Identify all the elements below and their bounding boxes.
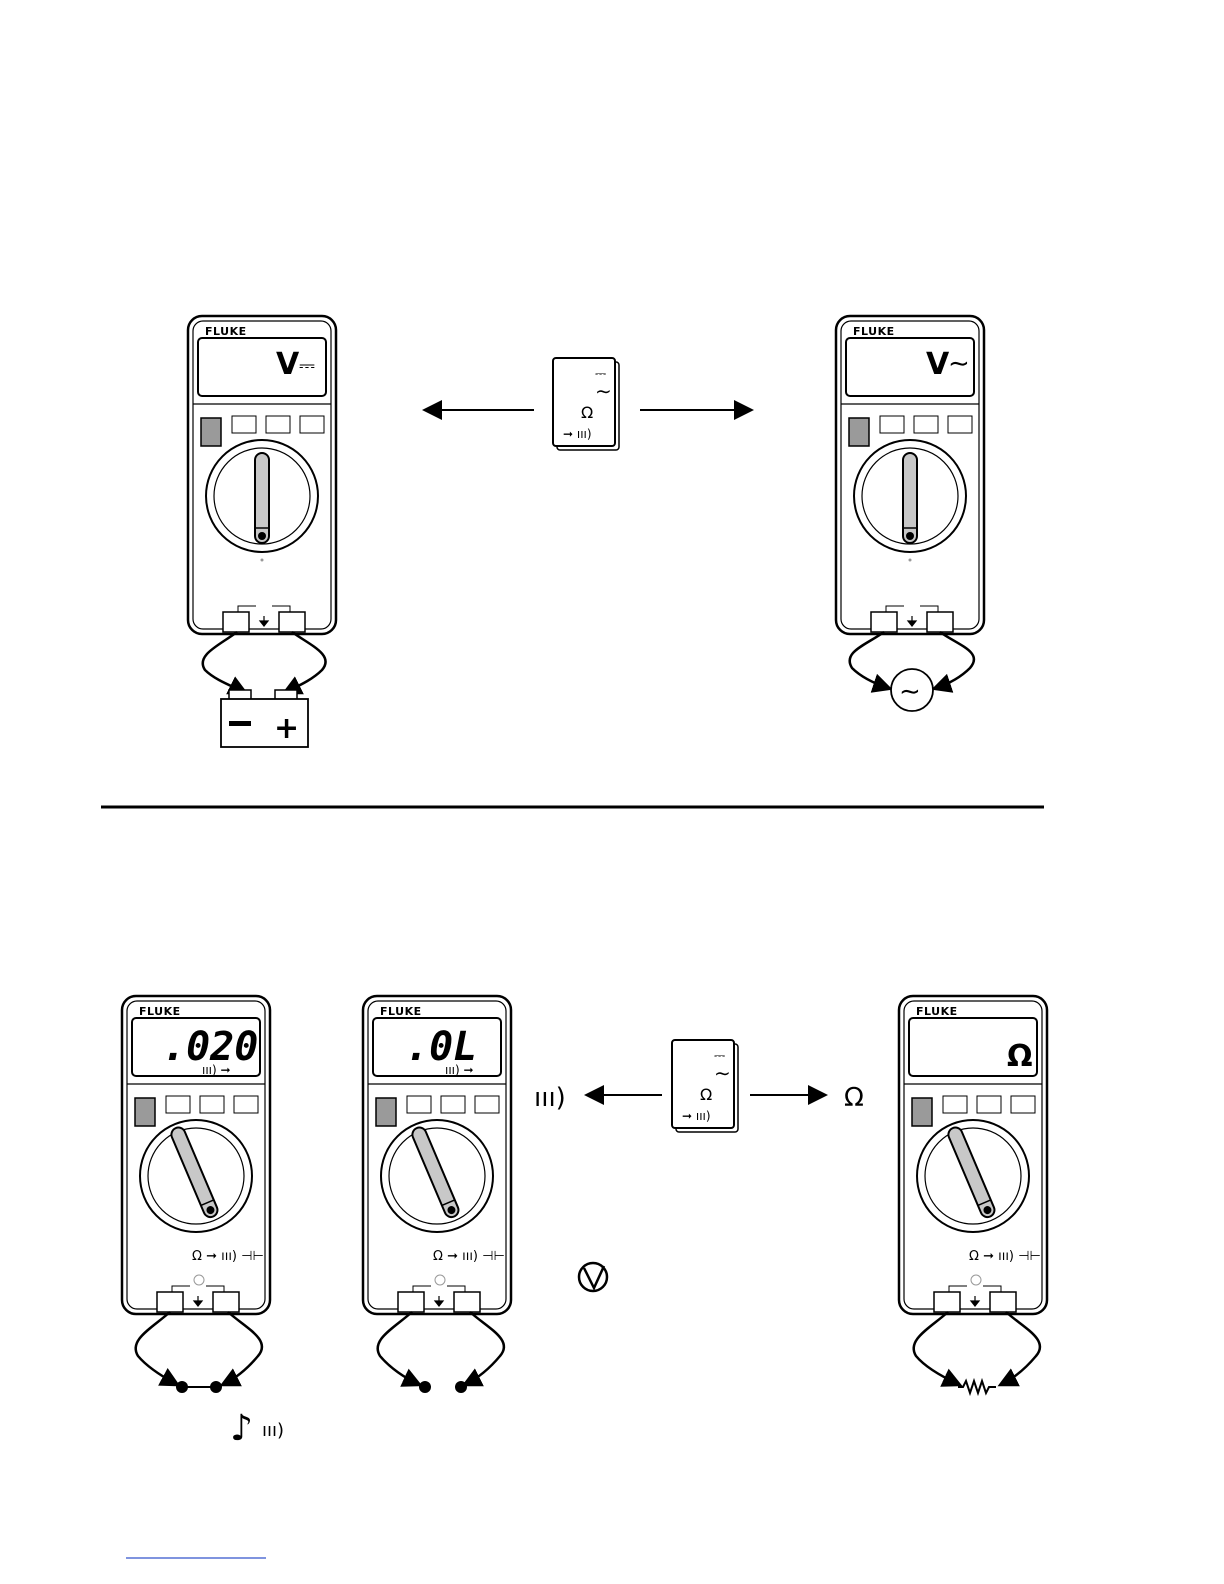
ohm-icon: Ω <box>700 1085 712 1104</box>
lcd-ohms: Ω <box>1007 1039 1033 1074</box>
brand-logo: FLUKE <box>139 1005 181 1018</box>
sound-waves-icon: ııı) <box>262 1420 284 1441</box>
brand-logo: FLUKE <box>916 1005 958 1018</box>
meter-ohms: FLUKE Ω Ω ➞ ııı) ⊣⊢ <box>899 996 1047 1314</box>
ac-source: ∼ <box>891 669 933 711</box>
lcd-diode-continuity-icon: ııı) ➞ <box>202 1063 231 1077</box>
lcd-volts: V <box>276 347 300 382</box>
selector-card-bottom: ⎓ ∼ Ω ➞ ııı) <box>672 1040 738 1132</box>
diode-continuity-icon: ➞ ııı) <box>563 427 592 441</box>
meter-continuity-closed: FLUKE .020 ııı) ➞ Ω ➞ ııı) ⊣⊢ <box>122 996 270 1314</box>
diode-continuity-icon: ➞ ııı) <box>682 1109 711 1123</box>
dc-symbol-icon: ⎓ <box>299 353 315 377</box>
dial-label: Ω ➞ ııı) ⊣⊢ <box>192 1249 264 1264</box>
ac-source-icon: ∼ <box>899 677 921 707</box>
lcd-volts: V <box>926 347 950 382</box>
lcd-diode-continuity-icon: ııı) ➞ <box>445 1063 474 1077</box>
continuity-icon: ııı) <box>534 1083 566 1113</box>
ohm-label-icon: Ω <box>844 1083 864 1113</box>
resistor-icon <box>958 1381 996 1393</box>
meter-ac-volts: FLUKE V ∼ <box>836 316 984 634</box>
dial-label: Ω ➞ ııı) ⊣⊢ <box>969 1249 1041 1264</box>
cert-mark-large-icon <box>579 1263 607 1291</box>
brand-logo: FLUKE <box>380 1005 422 1018</box>
ohm-icon: Ω <box>581 403 593 422</box>
meter-dc-volts: FLUKE V ⎓ <box>188 316 336 634</box>
music-note-icon: ♪ <box>230 1408 253 1449</box>
dial-label: Ω ➞ ııı) ⊣⊢ <box>433 1249 505 1264</box>
ac-symbol-icon: ∼ <box>948 349 970 379</box>
meter-continuity-open: FLUKE .0L ııı) ➞ Ω ➞ ııı) ⊣⊢ <box>363 996 511 1314</box>
brand-logo: FLUKE <box>205 325 247 338</box>
ac-icon: ∼ <box>714 1061 731 1085</box>
beep-indicator: ♪ ııı) <box>230 1408 284 1449</box>
closed-circuit <box>176 1381 222 1393</box>
battery-minus-icon <box>229 721 251 726</box>
battery-plus-icon: + <box>274 711 299 746</box>
ac-icon: ∼ <box>595 379 612 403</box>
battery: + <box>221 690 308 747</box>
open-circuit <box>419 1381 467 1393</box>
brand-logo: FLUKE <box>853 325 895 338</box>
selector-card-top: ⎓ ∼ Ω ➞ ııı) <box>553 358 619 450</box>
